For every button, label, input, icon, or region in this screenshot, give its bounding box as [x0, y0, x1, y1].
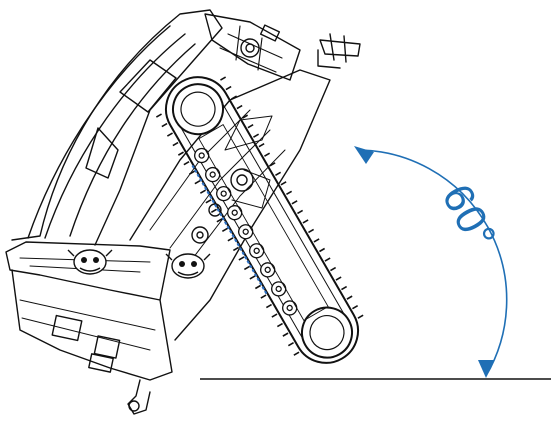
track-grouser — [199, 189, 206, 194]
bottom-link — [127, 379, 151, 415]
top-hardware — [204, 13, 301, 81]
track-grouser — [155, 113, 162, 118]
track-grouser — [227, 237, 234, 242]
track-grouser — [220, 76, 227, 81]
track-grouser — [269, 162, 276, 167]
track-assembly — [155, 76, 364, 364]
track-side-plate — [198, 124, 329, 322]
track-grouser — [286, 190, 293, 196]
road-wheel-hub — [198, 152, 205, 159]
shell-panel — [119, 59, 177, 113]
track-grouser — [232, 246, 239, 252]
track-grouser — [242, 114, 249, 119]
track-grouser — [319, 247, 326, 253]
track-grouser — [231, 95, 238, 100]
track-grouser — [265, 303, 272, 309]
track-grouser — [247, 123, 254, 129]
track-grouser — [352, 304, 359, 310]
track-grouser — [313, 238, 320, 243]
track-grouser — [210, 208, 217, 213]
track-grouser — [357, 314, 364, 319]
robot-mascot-emblem — [67, 249, 113, 275]
lower-body — [11, 269, 173, 381]
track-grouser — [249, 275, 256, 280]
arrowhead-top — [354, 146, 374, 164]
track-grouser — [253, 133, 260, 138]
road-wheel-hub — [264, 266, 271, 273]
track-grouser — [280, 181, 287, 186]
track-grouser — [276, 322, 283, 328]
drive-wheel-top — [301, 306, 353, 359]
track-grouser — [236, 104, 243, 110]
track-grouser — [297, 209, 304, 215]
track-grouser — [183, 160, 190, 166]
angle-annotation — [354, 146, 508, 378]
track-grouser — [324, 257, 331, 262]
track-grouser — [166, 132, 173, 137]
track-grouser — [225, 85, 232, 91]
road-wheel-hub — [253, 247, 260, 254]
track-grouser — [275, 171, 282, 176]
track-grouser — [264, 152, 271, 157]
main-frame — [129, 69, 331, 341]
robot-drawing — [5, 9, 361, 415]
road-wheels — [194, 147, 298, 316]
rear-shell — [11, 9, 223, 246]
track-grouser — [260, 294, 267, 299]
road-wheel-hub — [220, 190, 227, 197]
contact-strip — [191, 164, 269, 296]
track-grouser — [341, 285, 348, 291]
track-grouser — [194, 180, 201, 185]
road-wheel-hub — [275, 285, 282, 293]
track-grouser — [216, 218, 223, 223]
track-grouser — [238, 256, 245, 261]
track-grouser — [346, 295, 353, 300]
rear-shell-inner — [27, 25, 196, 239]
track-grouser — [177, 151, 184, 156]
track-grouser — [282, 332, 289, 337]
robot-mascot-emblem — [165, 253, 211, 279]
track-grouser — [161, 122, 168, 128]
drive-wheel-bottom — [172, 83, 224, 136]
track-grouser — [258, 143, 265, 148]
track-grouser — [172, 141, 179, 147]
track-grouser — [293, 351, 300, 356]
track-grouser — [291, 200, 298, 205]
road-wheel-hub — [209, 171, 216, 178]
track-grouser — [188, 170, 195, 175]
track-grouser — [302, 219, 309, 224]
track-grouser — [205, 199, 212, 204]
track-grouser — [287, 341, 294, 347]
track-grouser — [330, 266, 337, 272]
track-grousers — [155, 76, 364, 356]
track-grouser — [221, 227, 228, 233]
road-wheel-hub — [231, 209, 238, 216]
road-wheel-hub — [286, 304, 293, 312]
road-wheel-hub — [242, 228, 249, 235]
track-grouser — [335, 276, 342, 281]
track-grouser — [308, 228, 315, 234]
track-grouser — [243, 265, 250, 271]
track-grouser — [254, 284, 261, 290]
shell-panel — [85, 127, 119, 179]
track-grouser — [271, 313, 278, 318]
arrowhead-bottom — [478, 360, 494, 378]
angle-arc — [359, 149, 508, 377]
top-bracket — [317, 33, 361, 69]
